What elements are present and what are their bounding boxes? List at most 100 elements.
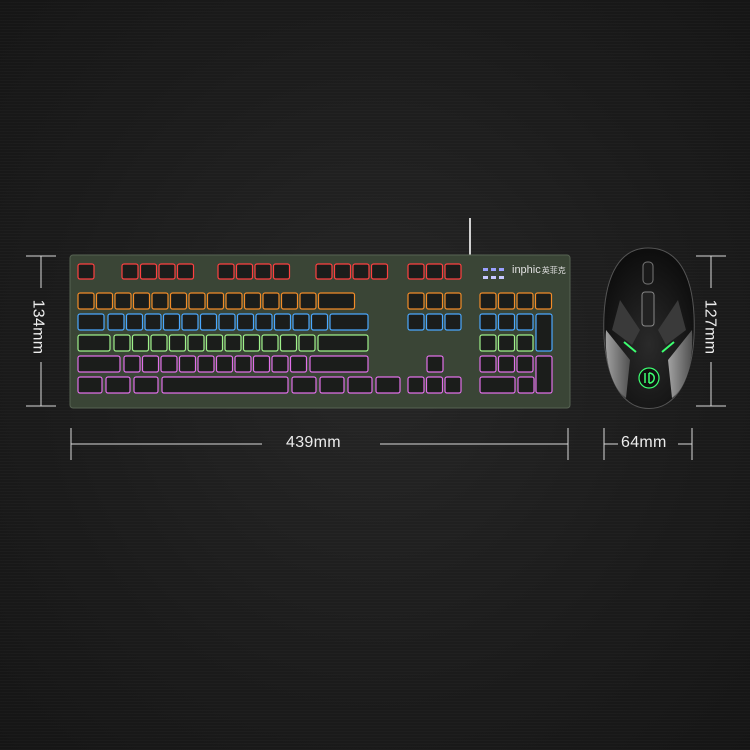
keycap [317,334,369,352]
keycap [123,355,141,373]
keycap [497,292,516,310]
keycap [319,376,345,394]
keycap [77,263,95,280]
keycap [77,355,121,373]
keycap [105,376,131,394]
keycap [161,376,289,394]
keycap [444,376,462,394]
keycap [333,263,352,280]
keycap [225,292,243,310]
keycap [205,334,224,352]
keycap [139,263,158,280]
keycap [243,292,262,310]
keycap [144,313,162,331]
keycap [279,334,298,352]
keycap [292,313,310,331]
keycap [534,292,553,310]
keycap [535,355,553,394]
keycap [169,292,188,310]
brand-name-cn: 英菲克 [541,266,566,275]
keycap [121,263,139,280]
keycap [206,292,225,310]
keycap [375,376,401,394]
keycap [272,263,291,280]
keycap [407,263,425,280]
keycap [370,263,389,280]
keycap [289,355,308,373]
keycap [254,263,272,280]
keycap [217,263,235,280]
keycap [95,292,114,310]
keycap [271,355,289,373]
keycap [187,334,205,352]
keycap [262,292,280,310]
keycap [407,313,425,331]
keycap [168,334,187,352]
keycap [497,355,516,373]
keycap [407,292,425,310]
indicator-leds [483,268,504,279]
keycap [235,263,254,280]
keycap [516,292,534,310]
keycap [215,355,234,373]
keycap [236,313,255,331]
keycap [234,355,252,373]
keycap [150,334,168,352]
brand-name: inphic [512,264,541,276]
keyboard-keys [77,263,553,394]
keycap [125,313,144,331]
keyboard-height-label: 134mm [29,299,47,355]
keycap [291,376,317,394]
keycap [535,313,553,352]
keycap [310,313,329,331]
keycap [479,313,497,331]
keycap [425,263,444,280]
keycap [444,292,462,310]
keycap [181,313,199,331]
keycap [224,334,242,352]
keycap [497,313,516,331]
keycap [114,292,132,310]
keycap [444,263,462,280]
keycap [218,313,236,331]
keycap [407,376,425,394]
keycap [516,313,534,331]
keycap [426,355,444,373]
keycap [242,334,261,352]
dimension-lines [26,255,726,460]
keycap [133,376,159,394]
keycap [252,355,271,373]
keycap [107,313,125,331]
keycap [255,313,273,331]
keycap [113,334,131,352]
keycap [444,313,462,331]
keycap [309,355,369,373]
keycap [479,376,516,394]
keycap [425,292,444,310]
keycap [77,334,111,352]
keycap [516,355,534,373]
keycap [160,355,178,373]
keycap [280,292,299,310]
keyboard-width-label: 439mm [286,434,341,451]
keycap [317,292,356,310]
mouse-width-label: 64mm [621,434,667,451]
keycap [77,313,105,331]
keycap [497,334,516,352]
keycap [352,263,370,280]
mouse-height-label: 127mm [701,299,719,355]
keycap [132,292,151,310]
keycap [425,313,444,331]
brand-logo: inphic英菲克 [512,264,566,276]
keycap [516,334,534,352]
keycap [162,313,181,331]
keycap [176,263,195,280]
keycap [158,263,176,280]
keycap [188,292,206,310]
keycap [261,334,279,352]
keycap [77,376,103,394]
keycap [425,376,444,394]
keycap [298,334,316,352]
keycap [479,355,497,373]
keycap [77,292,95,310]
